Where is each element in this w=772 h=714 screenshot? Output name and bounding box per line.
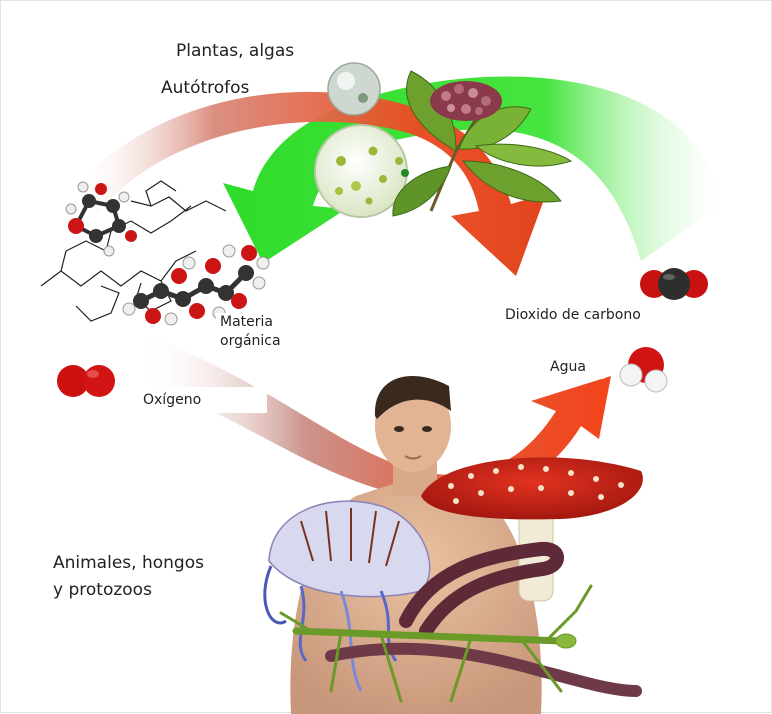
consumers-label-line2: y protozoos <box>53 578 152 603</box>
producers-label: Plantas, algas <box>176 39 294 64</box>
oxygen-label: Oxígeno <box>139 387 267 413</box>
consumers-label: Animales, hongos <box>53 551 204 576</box>
organic-matter-label: Materia orgánica <box>216 313 285 351</box>
oxygen-molecule-icon <box>57 365 115 397</box>
carbon-dioxide-label: Dioxido de carbono <box>501 303 699 327</box>
water-molecule-icon <box>620 347 667 392</box>
water-label: Agua <box>546 355 604 379</box>
plant-cells-icon <box>315 63 409 217</box>
autotrophs-label: Autótrofos <box>161 76 249 101</box>
co2-molecule-icon <box>640 268 708 300</box>
